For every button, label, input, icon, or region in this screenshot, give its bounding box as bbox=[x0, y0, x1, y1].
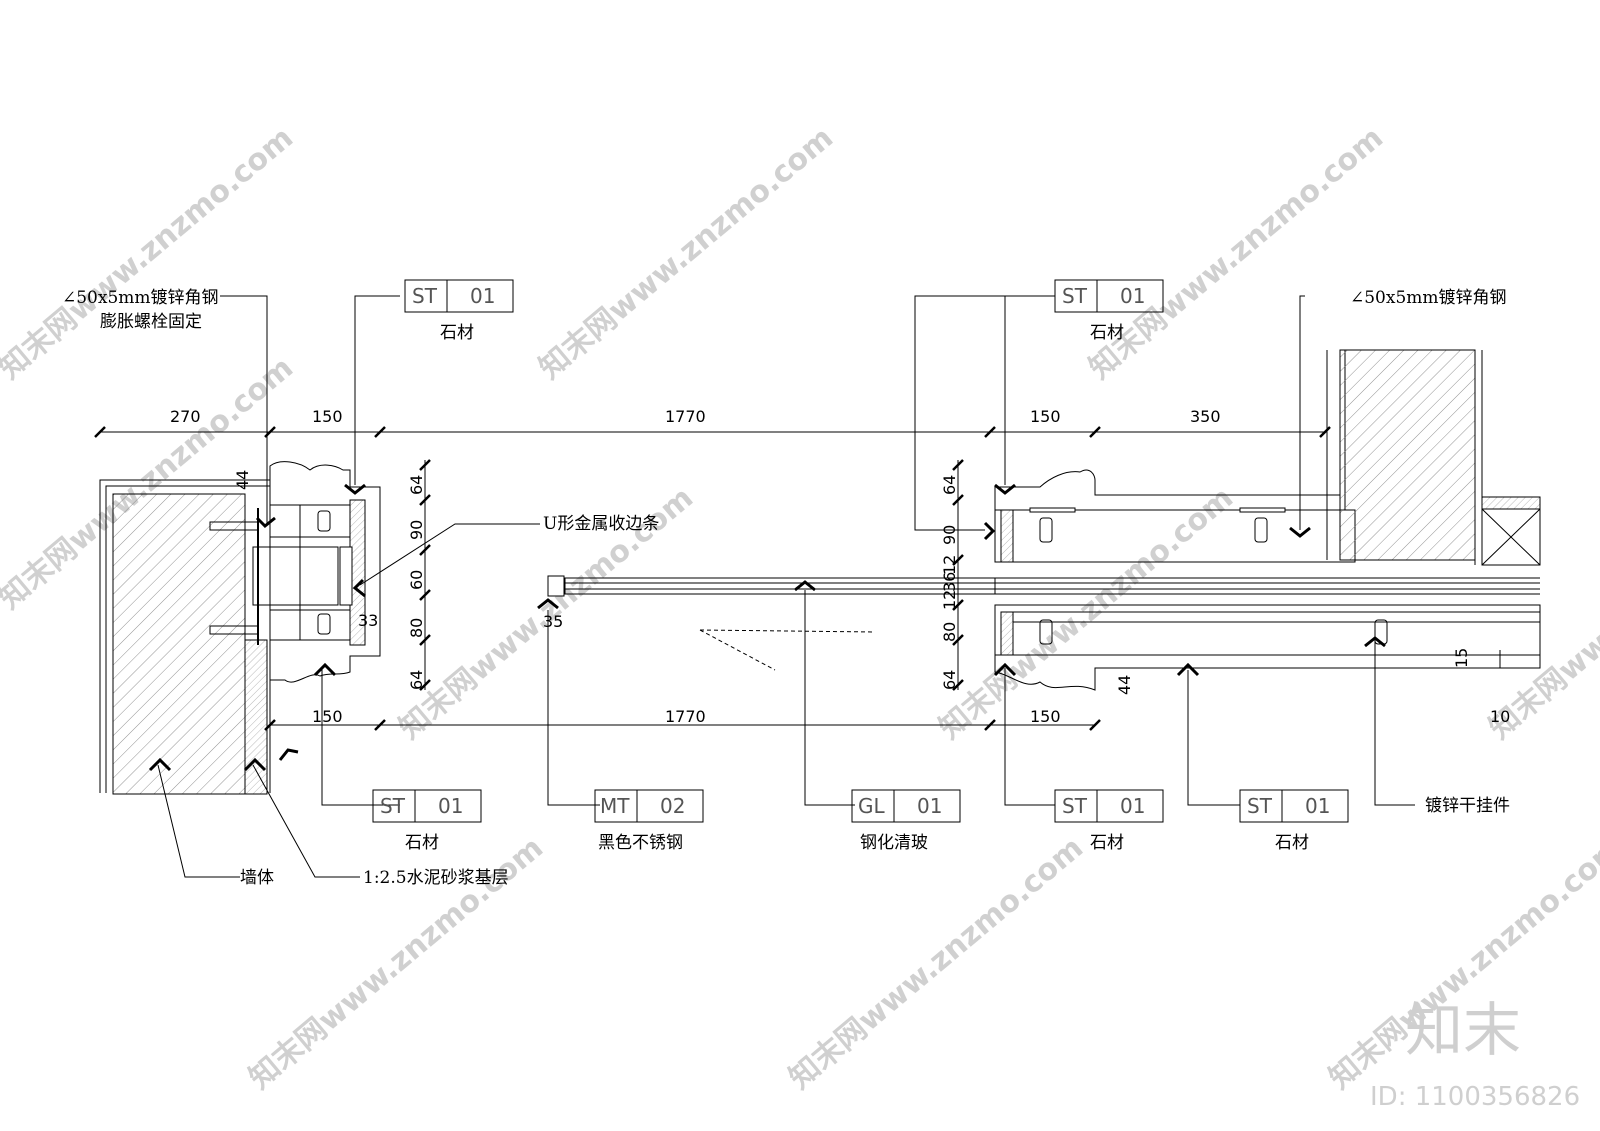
brand-watermark: 知末 bbox=[1405, 996, 1521, 1064]
dim-350: 350 bbox=[1190, 407, 1221, 426]
dim-v-90: 90 bbox=[407, 520, 426, 540]
left-vertical-dims: 64 90 60 80 64 bbox=[407, 475, 426, 690]
arrow-head bbox=[993, 662, 1017, 677]
tag-st-01-bottom-3: ST 01 石材 bbox=[1239, 789, 1349, 853]
tag-name: 石材 bbox=[405, 833, 439, 853]
tag-code: ST bbox=[1247, 794, 1273, 818]
tag-num: 01 bbox=[1120, 284, 1145, 308]
dim-270: 270 bbox=[170, 407, 201, 426]
arrow-head bbox=[794, 580, 816, 592]
arrow-head bbox=[537, 598, 559, 610]
tag-code: ST bbox=[380, 794, 406, 818]
arrow-head bbox=[313, 662, 337, 677]
callout-mortar: 1:2.5水泥砂浆基层 bbox=[363, 868, 509, 888]
tag-num: 02 bbox=[660, 794, 685, 818]
left-frame-stone bbox=[209, 461, 381, 683]
tag-name: 黑色不锈钢 bbox=[598, 833, 683, 853]
dim-rv-64b: 64 bbox=[940, 670, 959, 690]
tag-st-01-top-left: ST 01 石材 bbox=[404, 279, 514, 343]
arrow-head bbox=[148, 757, 172, 772]
dim-1770: 1770 bbox=[665, 407, 706, 426]
dim-150-right: 150 bbox=[1030, 407, 1061, 426]
arrow-head bbox=[1289, 526, 1311, 538]
glass-panel bbox=[547, 575, 1540, 671]
dim-bottom-1770: 1770 bbox=[665, 707, 706, 726]
tag-name: 石材 bbox=[1090, 323, 1124, 343]
dim-33: 33 bbox=[358, 611, 378, 630]
dim-150: 150 bbox=[312, 407, 343, 426]
arrow-head bbox=[243, 757, 267, 772]
arrow-head bbox=[255, 516, 276, 529]
id-watermark: ID: 1100356826 bbox=[1370, 1082, 1580, 1112]
watermark-text: 知末网www.znzmo.com bbox=[0, 120, 300, 386]
watermark-text: 知末网www.znzmo.com bbox=[933, 480, 1240, 746]
tag-st-01-top-right: ST 01 石材 bbox=[1054, 279, 1164, 343]
tag-code: GL bbox=[858, 794, 885, 818]
dim-35: 35 bbox=[543, 612, 563, 631]
dim-v-60: 60 bbox=[407, 570, 426, 590]
callout-wall: 墙体 bbox=[240, 868, 274, 888]
arrow-head bbox=[994, 483, 1016, 495]
tag-num: 01 bbox=[1305, 794, 1330, 818]
dim-rv-12b: 12 bbox=[940, 590, 959, 610]
arrow-head bbox=[278, 748, 299, 761]
tag-num: 01 bbox=[1120, 794, 1145, 818]
dim-rv-36: 36 bbox=[940, 572, 959, 592]
tag-code: MT bbox=[600, 794, 630, 818]
arrow-head bbox=[983, 521, 996, 541]
tag-name: 石材 bbox=[440, 323, 474, 343]
dim-15: 15 bbox=[1452, 648, 1471, 668]
callout-angle-steel-left: ∠50x5mm镀锌角钢 bbox=[62, 288, 219, 308]
dim-rv-12: 12 bbox=[940, 555, 959, 575]
dim-v-64b: 64 bbox=[407, 670, 426, 690]
watermark-text: 知末网www.znzmo.com bbox=[533, 120, 840, 386]
tag-num: 01 bbox=[917, 794, 942, 818]
tag-gl-01: GL 01 钢化清玻 bbox=[851, 789, 961, 853]
dim-rv-64: 64 bbox=[940, 475, 959, 495]
tag-mt-02: MT 02 黑色不锈钢 bbox=[594, 789, 704, 853]
callout-expansion-bolt: 膨胀螺栓固定 bbox=[100, 312, 202, 332]
dim-44-right: 44 bbox=[1115, 675, 1134, 695]
dim-v-64: 64 bbox=[407, 475, 426, 495]
arrow-markers bbox=[148, 483, 1386, 772]
callout-u-trim: U形金属收边条 bbox=[543, 514, 659, 534]
tag-st-01-bottom-1: ST 01 石材 bbox=[372, 789, 482, 853]
tag-name: 石材 bbox=[1090, 833, 1124, 853]
dim-bottom-150-right: 150 bbox=[1030, 707, 1061, 726]
arrow-head bbox=[352, 578, 366, 598]
dim-bottom-150: 150 bbox=[312, 707, 343, 726]
arrow-head bbox=[344, 483, 366, 495]
callout-hanger: 镀锌干挂件 bbox=[1425, 796, 1510, 816]
tag-code: ST bbox=[1062, 794, 1088, 818]
arrow-head bbox=[1176, 662, 1200, 677]
dim-v-80: 80 bbox=[407, 618, 426, 638]
tag-num: 01 bbox=[438, 794, 463, 818]
tag-num: 01 bbox=[470, 284, 495, 308]
left-wall bbox=[99, 479, 271, 795]
tag-code: ST bbox=[1062, 284, 1088, 308]
dim-rv-80: 80 bbox=[940, 622, 959, 642]
tag-name: 石材 bbox=[1275, 833, 1309, 853]
watermark-text: 知末网www.znzmo.com bbox=[1083, 120, 1390, 386]
dim-44-left: 44 bbox=[233, 470, 252, 490]
watermark-text: 知末网www.znzmo.com bbox=[783, 830, 1090, 1096]
dim-10: 10 bbox=[1490, 707, 1510, 726]
right-vertical-dims: 64 90 12 36 12 80 64 bbox=[940, 475, 959, 690]
material-tags: ST 01 石材 ST 01 石材 ST 01 石材 MT 02 黑色不锈钢 bbox=[372, 279, 1349, 853]
arrow-head bbox=[1364, 636, 1386, 648]
leader-lines bbox=[157, 295, 1415, 878]
tag-st-01-bottom-2: ST 01 石材 bbox=[1054, 789, 1164, 853]
callout-angle-steel-right: ∠50x5mm镀锌角钢 bbox=[1350, 288, 1507, 308]
dim-rv-90: 90 bbox=[940, 525, 959, 545]
tag-code: ST bbox=[412, 284, 438, 308]
right-frame-stone bbox=[994, 349, 1541, 691]
tag-name: 钢化清玻 bbox=[860, 833, 928, 853]
